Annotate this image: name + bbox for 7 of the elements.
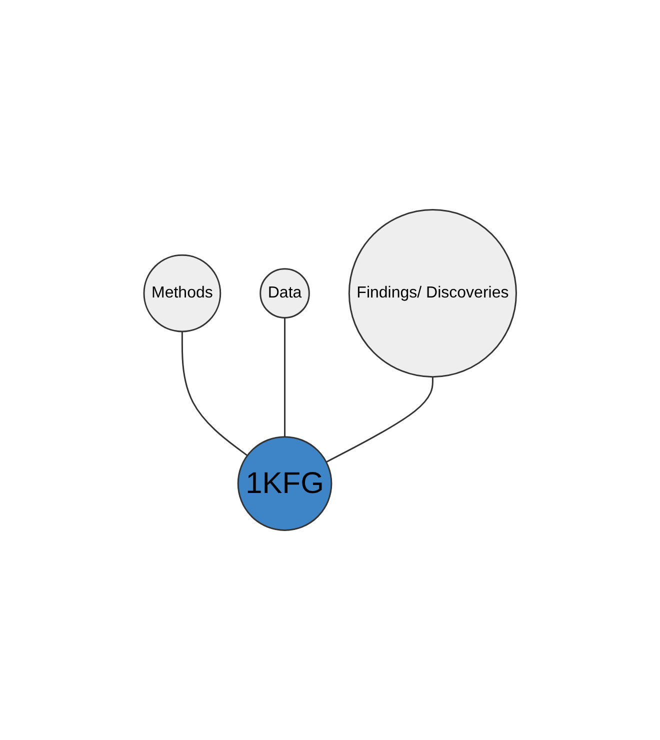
node-circle: Findings/ Discoveries xyxy=(348,209,517,378)
node-circle: Data xyxy=(260,268,310,318)
connector xyxy=(284,318,286,437)
node-circle: 1KFG xyxy=(237,436,332,531)
connector xyxy=(181,332,248,456)
node-circle: Methods xyxy=(143,254,221,332)
connector xyxy=(326,376,434,463)
